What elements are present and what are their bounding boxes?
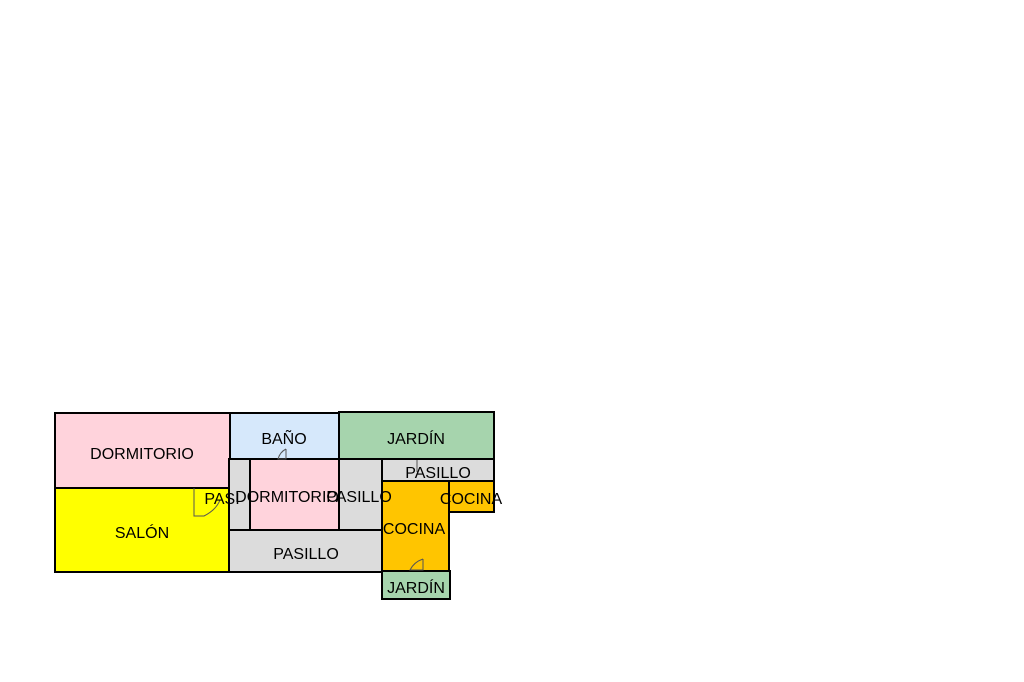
door-arc-cocina	[409, 558, 424, 571]
label-dormitorio-1: DORMITORIO	[90, 446, 194, 463]
label-jardin-2: JARDÍN	[387, 580, 445, 597]
door-arc-salon	[193, 488, 221, 517]
label-cocina-1: COCINA	[382, 521, 446, 538]
label-cocina-2: COCINA	[439, 491, 503, 508]
label-pasillo-1: PASI	[204, 491, 240, 508]
label-jardin-1: JARDÍN	[387, 431, 445, 448]
room-cocina-2	[448, 480, 495, 513]
label-pasillo-2: PASILLO	[326, 489, 392, 506]
door-arc-bano	[277, 448, 287, 460]
room-jardin-1	[338, 411, 495, 460]
room-pasillo-3	[228, 529, 383, 573]
label-bano: BAÑO	[261, 431, 307, 448]
label-dormitorio-2: DORMITORIO	[235, 489, 339, 506]
room-dormitorio-1	[54, 412, 231, 489]
room-jardin-2	[381, 570, 451, 600]
room-salon	[54, 487, 231, 573]
label-pasillo-3: PASILLO	[273, 546, 339, 563]
room-cocina-1	[381, 480, 450, 572]
label-salon: SALÓN	[114, 525, 170, 542]
room-pasillo-2	[338, 458, 383, 531]
label-pasillo-4: PASILLO	[405, 465, 471, 482]
